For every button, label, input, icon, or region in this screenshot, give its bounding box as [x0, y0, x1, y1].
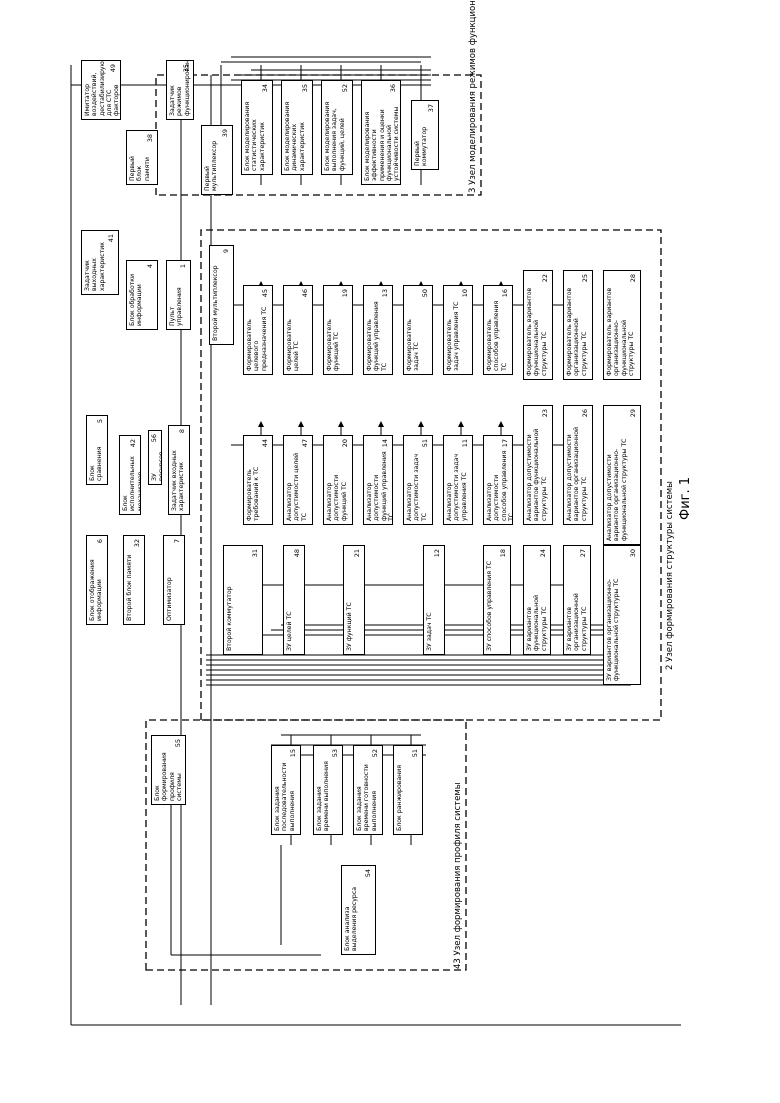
- block-34: Блок моделирования статистических характ…: [241, 80, 273, 175]
- block-14: Анализатор допустимости функций управлен…: [363, 435, 393, 525]
- block-30: ЗУ вариантов организационно-функциональн…: [603, 545, 641, 685]
- block-5: Блок сравнения5: [86, 415, 108, 485]
- block-13: Формирователь функций управления ТС13: [363, 285, 393, 375]
- block-55: Блок формирования профиля системы55: [151, 735, 186, 805]
- block-47: Анализатор допустимости целей ТС47: [283, 435, 313, 525]
- block-9: Второй мультиплексор9: [209, 245, 234, 345]
- block-48: ЗУ целей ТС48: [283, 545, 305, 655]
- block-18: ЗУ способов управления ТС18: [483, 545, 511, 655]
- block-49: Имитатор воздействий, дестабилизирующих …: [81, 60, 121, 120]
- block-39: Первый мультиплексор39: [201, 125, 233, 195]
- block-22: Формирователь вариантов функциональной с…: [523, 270, 553, 380]
- unit-43-title: 43 Узел формирования профиля системы: [453, 783, 463, 969]
- block-38: Первый блок памяти38: [126, 130, 158, 185]
- block-19: Формирователь функций ТС19: [323, 285, 353, 375]
- block-51: Анализатор допустимости задач ТС51: [403, 435, 433, 525]
- block-51b: Блок ранжирования51: [393, 745, 423, 835]
- block-diagram: 3 Узел моделирования режимов функциониро…: [31, 35, 681, 1065]
- block-46: Формирователь целей ТС46: [283, 285, 313, 375]
- block-21: ЗУ функций ТС21: [343, 545, 365, 655]
- block-32: Второй блок памяти32: [123, 535, 145, 625]
- block-10: Формирователь задач управления ТС10: [443, 285, 473, 375]
- block-42: Блок исполнительных механизмов42: [119, 435, 141, 515]
- unit-2-title: 2 Узел формирования структуры системы: [665, 481, 675, 670]
- block-6: Блок отображения информации6: [86, 535, 108, 625]
- block-52b: Блок задания времени готовности выполнен…: [353, 745, 383, 835]
- block-44: Формирователь требований к ТС44: [243, 435, 273, 525]
- block-52: Блок моделирования выполнения задач, фун…: [321, 80, 353, 175]
- block-20: Анализатор допустимости функций ТС20: [323, 435, 353, 525]
- block-4: Блок обработки информации4: [126, 260, 158, 330]
- block-45: Формирователь целевого предназначения ТС…: [243, 285, 273, 375]
- block-35b: Блок моделирования динамических характер…: [281, 80, 313, 175]
- block-15: Блок задания последовательности выполнен…: [271, 745, 301, 835]
- block-25: Формирователь вариантов организационной …: [563, 270, 593, 380]
- figure-caption: Фиг. 1: [678, 477, 693, 520]
- block-53: Блок задания времени выполнения53: [313, 745, 343, 835]
- block-12: ЗУ задач ТС12: [423, 545, 445, 655]
- block-56: ЗУ ресурсов системы56: [148, 430, 162, 485]
- block-36: Блок моделирования эффективности примене…: [361, 80, 401, 185]
- block-27: ЗУ вариантов организационной структуры Т…: [563, 545, 591, 655]
- block-7: Оптимизатор7: [163, 535, 185, 625]
- block-41: Задатчик выходных характеристик41: [81, 230, 119, 295]
- block-16: Формирователь способов управления ТС16: [483, 285, 513, 375]
- block-28: Формирователь вариантов организационно-ф…: [603, 270, 641, 380]
- block-29: Анализатор допустимости вариантов органи…: [603, 405, 641, 545]
- block-17: Анализатор допустимости способов управле…: [483, 435, 513, 525]
- block-24: ЗУ вариантов функциональной структуры ТС…: [523, 545, 551, 655]
- block-23: Анализатор допустимости вариантов функци…: [523, 405, 553, 525]
- block-11: Анализатор допустимости задач управления…: [443, 435, 473, 525]
- block-8: Задатчик входных характеристик8: [168, 425, 190, 515]
- unit-3-title: 3 Узел моделирования режимов функциониро…: [468, 0, 478, 193]
- block-54: Блок анализа выделения ресурса54: [341, 865, 376, 955]
- block-35: Задатчик режимов функционирования35: [166, 60, 194, 120]
- block-31: Второй коммутатор31: [223, 545, 263, 655]
- block-26: Анализатор допустимости вариантов органи…: [563, 405, 593, 525]
- block-50: Формирователь задач ТС50: [403, 285, 433, 375]
- block-1: Пульт управления1: [166, 260, 191, 330]
- block-37: Первый коммутатор37: [411, 100, 439, 170]
